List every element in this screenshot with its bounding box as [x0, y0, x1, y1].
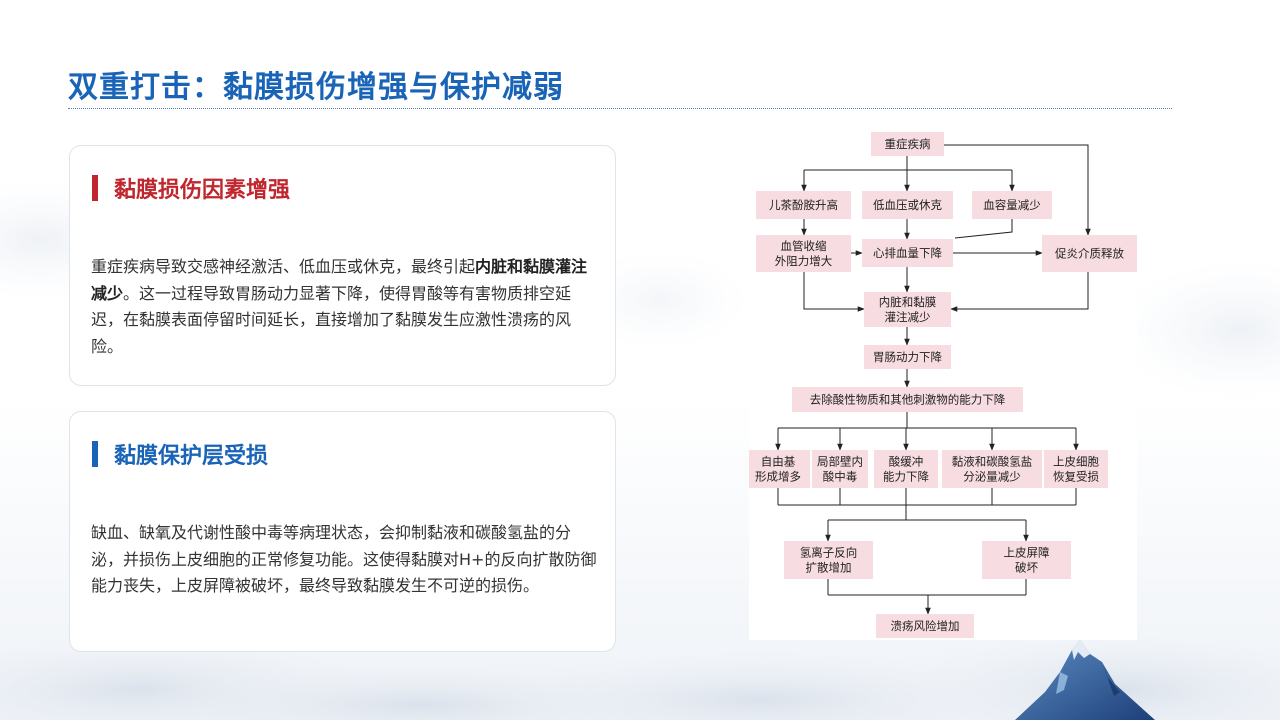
flow-node-label: 外阻力增大 [775, 254, 833, 268]
flow-node-hypo: 低血压或休克 [862, 191, 953, 219]
flow-node-box [862, 239, 953, 267]
flow-node-label: 局部壁内 [817, 455, 863, 469]
flow-node-label: 溃疡风险增加 [891, 619, 960, 633]
flow-node-label: 上皮细胞 [1053, 455, 1099, 469]
flow-node-label: 低血压或休克 [873, 198, 942, 212]
flow-node-label: 血容量减少 [983, 198, 1041, 212]
flow-node-label: 内脏和黏膜 [879, 295, 937, 309]
flow-node-label: 分泌量减少 [963, 470, 1021, 484]
flow-node-label: 心排血量下降 [873, 246, 942, 260]
flow-node-box [942, 450, 1042, 488]
flow-node-label: 促炎介质释放 [1055, 247, 1124, 261]
arrow-inflammatory-to-perfusion [950, 272, 1089, 312]
card-header: 黏膜损伤因素增强 [92, 174, 291, 203]
flow-node-label: 儿茶酚胺升高 [769, 198, 838, 212]
page-title: 双重打击：黏膜损伤增强与保护减弱 [68, 70, 564, 105]
flow-node-box [874, 450, 938, 488]
flow-node-box [864, 345, 951, 369]
flow-node-box [876, 614, 974, 638]
flow-node-inflam: 促炎介质释放 [1042, 235, 1137, 272]
card-paragraph: 重症疾病导致交感神经激活、低血压或休克，最终引起内脏和黏膜灌注减少。这一过程导致… [91, 254, 601, 360]
flow-node-label: 重症疾病 [885, 137, 931, 151]
flow-node-label: 扩散增加 [806, 561, 852, 575]
flow-node-box [972, 191, 1052, 219]
flow-node-box [812, 450, 868, 488]
flow-node-vol: 血容量减少 [972, 191, 1052, 219]
flow-node-label: 酸中毒 [823, 470, 858, 484]
accent-bar [92, 441, 98, 467]
flow-node-label: 自由基 [761, 455, 796, 469]
flow-node-label: 去除酸性物质和其他刺激物的能力下降 [810, 393, 1006, 407]
flow-node-motil: 胃肠动力下降 [864, 345, 951, 369]
arrow-vaso-to-perfusion [803, 272, 865, 312]
flow-node-box [862, 191, 953, 219]
paragraph-emphasis: 内脏和黏膜灌注减少 [91, 257, 588, 303]
connector-line [954, 219, 1013, 239]
flow-node-clear: 去除酸性物质和其他刺激物的能力下降 [792, 387, 1023, 412]
flow-node-label: 破坏 [1015, 561, 1038, 575]
flow-node-box [749, 450, 810, 488]
flow-node-box [982, 541, 1071, 579]
flow-node-box [756, 235, 851, 272]
flow-node-box [1044, 450, 1108, 488]
flow-node-label: 黏液和碳酸氢盐 [952, 455, 1033, 469]
flow-node-label: 酸缓冲 [889, 455, 924, 469]
paragraph-text: 。这一过程导致胃肠动力显著下降，使得胃酸等有害物质排空延迟，在黏膜表面停留时间延… [91, 283, 572, 356]
card-heading: 黏膜损伤因素增强 [114, 178, 291, 203]
flow-node-box [864, 292, 951, 327]
flow-node-label: 血管收缩 [781, 239, 827, 253]
flow-node-cardiac: 心排血量下降 [862, 239, 953, 267]
flow-node-box [1042, 235, 1137, 272]
paragraph-text: 重症疾病导致交感神经激活、低血压或休克，最终引起 [91, 257, 476, 276]
flow-node-box [871, 132, 944, 156]
flow-node-box [784, 541, 873, 579]
flow-node-ulcer: 溃疡风险增加 [876, 614, 974, 638]
card-mucosal-injury: 黏膜损伤因素增强 重症疾病导致交感神经激活、低血压或休克，最终引起内脏和黏膜灌注… [69, 145, 616, 386]
flow-node-cat: 儿茶酚胺升高 [756, 191, 851, 219]
card-header: 黏膜保护层受损 [92, 440, 269, 469]
pathophysiology-flowchart: 重症疾病儿茶酚胺升高 低血压或休克 血容量减少血管收缩外阻力增大 心排血量下降 促炎介质… [749, 120, 1137, 640]
arrow-to-inflammatory [944, 144, 1091, 236]
flow-node-label: 胃肠动力下降 [873, 350, 942, 364]
flow-node-box [792, 387, 1023, 412]
card-mucosal-protection: 黏膜保护层受损 缺血、缺氧及代谢性酸中毒等病理状态，会抑制黏液和碳酸氢盐的分泌，… [69, 411, 616, 652]
mountain-peak-illustration [1015, 640, 1155, 720]
flow-node-label: 形成增多 [755, 470, 801, 484]
flow-node-label: 恢复受损 [1053, 470, 1099, 484]
card-heading: 黏膜保护层受损 [114, 444, 269, 469]
accent-bar [92, 175, 98, 201]
flow-node-perf: 内脏和黏膜灌注减少 [864, 292, 951, 327]
flow-node-label: 灌注减少 [885, 310, 931, 324]
card-paragraph: 缺血、缺氧及代谢性酸中毒等病理状态，会抑制黏液和碳酸氢盐的分泌，并损伤上皮细胞的… [91, 523, 597, 595]
flow-node-label: 氢离子反向 [800, 546, 858, 560]
flow-node-root: 重症疾病 [871, 132, 944, 156]
flow-node-label: 能力下降 [883, 470, 929, 484]
flow-node-label: 上皮屏障 [1004, 546, 1050, 560]
title-divider [68, 108, 1172, 109]
flow-node-box [756, 191, 851, 219]
